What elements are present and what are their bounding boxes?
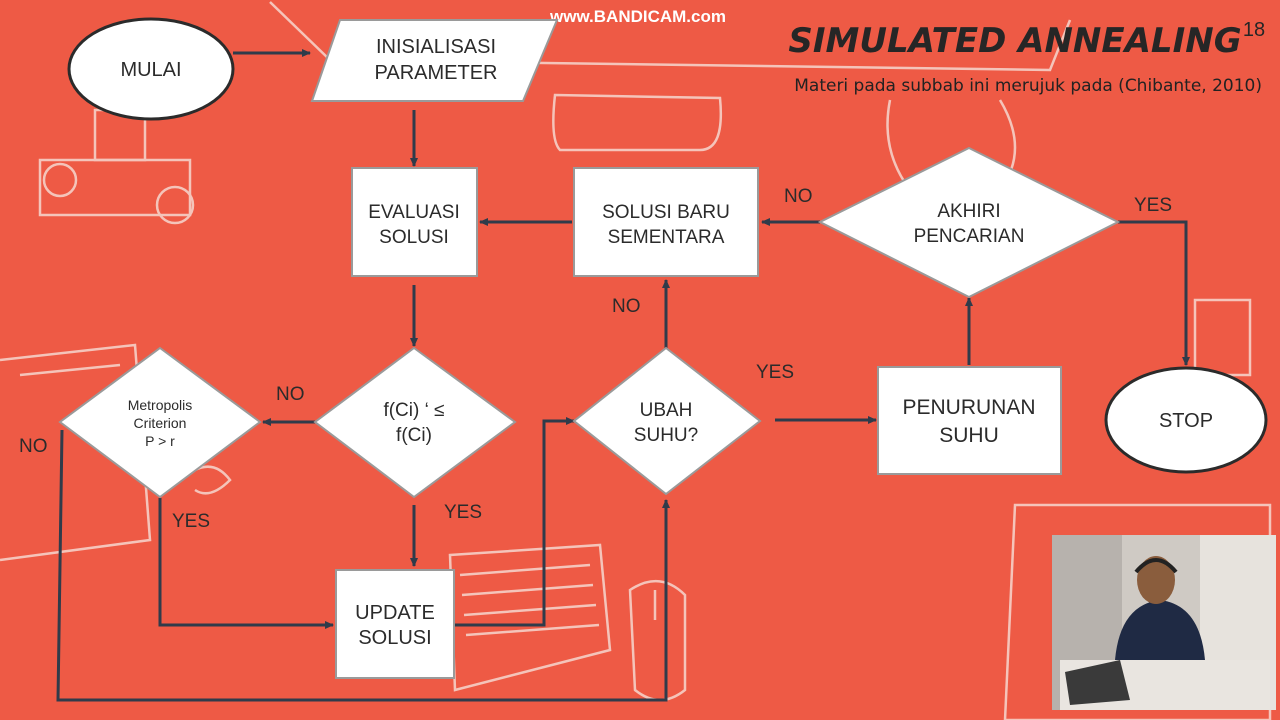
presenter-body (1115, 600, 1205, 660)
stop-label: STOP (1159, 410, 1213, 432)
metropolis-diamond (58, 346, 262, 499)
compare-label-2: f(Ci) (396, 425, 432, 446)
webcam-overlay (1052, 535, 1276, 710)
compare-label-1: f(Ci) ‘ ≤ (383, 400, 444, 421)
metropolis-node: Metropolis Criterion P > r (58, 346, 262, 499)
eval-box (351, 167, 478, 277)
edge-label-no-change-temp: NO (612, 296, 641, 317)
edge-label-no-metropolis: NO (19, 436, 48, 457)
phone-icon (1193, 298, 1252, 377)
init-label-1: INISIALISASI (376, 36, 496, 58)
init-parallelogram (310, 19, 559, 102)
tablet-icon (1003, 503, 1272, 720)
edge-metropolis-no-loop (56, 429, 670, 702)
lower-temp-label-1: PENURUNAN (902, 396, 1035, 419)
edge-label-yes-metropolis: YES (172, 511, 210, 532)
slide-title: SIMULATED ANNEALING (788, 21, 1241, 61)
watermark-text: www.BANDICAM.com (549, 7, 726, 26)
end-search-label-1: AKHIRI (937, 201, 1000, 222)
edge-label-yes-compare: YES (444, 502, 482, 523)
edge-label-no-compare: NO (276, 384, 305, 405)
stop-node: STOP (1104, 366, 1268, 474)
start-node: MULAI (67, 17, 235, 121)
temp-solution-box (573, 167, 759, 277)
connectors (56, 49, 1190, 702)
lower-temp-label-2: SUHU (939, 424, 999, 447)
end-search-diamond (817, 146, 1121, 299)
presenter-head (1137, 556, 1175, 604)
update-box (335, 569, 455, 679)
keyboard-icon (448, 543, 612, 692)
lower-temp-box (877, 366, 1062, 475)
temp-solution-node: SOLUSI BARU SEMENTARA (573, 167, 759, 277)
edge-label-yes-end-search: YES (1134, 195, 1172, 216)
edge-label-no-end-search: NO (784, 186, 813, 207)
end-search-label-2: PENCARIAN (914, 226, 1025, 247)
eval-node: EVALUASI SOLUSI (351, 167, 478, 277)
eval-label-2: SOLUSI (379, 227, 449, 248)
eval-label-1: EVALUASI (368, 202, 460, 223)
edge-label-yes-change-temp: YES (756, 362, 794, 383)
mouse-icon (628, 579, 687, 702)
compare-node: f(Ci) ‘ ≤ f(Ci) (313, 346, 517, 499)
laptop-icon (1065, 660, 1130, 705)
metropolis-label-1: Metropolis (128, 397, 193, 413)
update-label-2: SOLUSI (358, 627, 431, 649)
stop-ellipse (1104, 366, 1268, 474)
metropolis-label-2: Criterion (134, 415, 187, 431)
init-node: INISIALISASI PARAMETER (310, 19, 559, 102)
headphones-icon (1134, 558, 1178, 574)
update-label-1: UPDATE (355, 602, 435, 624)
compare-diamond (313, 346, 517, 499)
page-number: 18 (1243, 19, 1265, 41)
change-temp-node: UBAH SUHU? (572, 346, 762, 496)
start-ellipse (67, 17, 235, 121)
edge-update-changetemp (454, 417, 575, 627)
lower-temp-node: PENURUNAN SUHU (877, 366, 1062, 475)
init-label-2: PARAMETER (375, 62, 498, 84)
temp-solution-label-2: SEMENTARA (608, 227, 725, 248)
temp-solution-label-1: SOLUSI BARU (602, 202, 730, 223)
change-temp-diamond (572, 346, 762, 496)
camera-lens-icon (42, 162, 78, 198)
end-search-node: AKHIRI PENCARIAN (817, 146, 1121, 299)
change-temp-label-1: UBAH (640, 400, 693, 421)
edge-endsearch-stop (1118, 220, 1190, 366)
slide-subtitle: Materi pada subbab ini merujuk pada (Chi… (794, 76, 1262, 96)
start-label: MULAI (120, 59, 181, 81)
edge-metropolis-update (158, 498, 334, 629)
update-node: UPDATE SOLUSI (335, 569, 455, 679)
change-temp-label-2: SUHU? (634, 425, 698, 446)
metropolis-label-3: P > r (145, 433, 175, 449)
